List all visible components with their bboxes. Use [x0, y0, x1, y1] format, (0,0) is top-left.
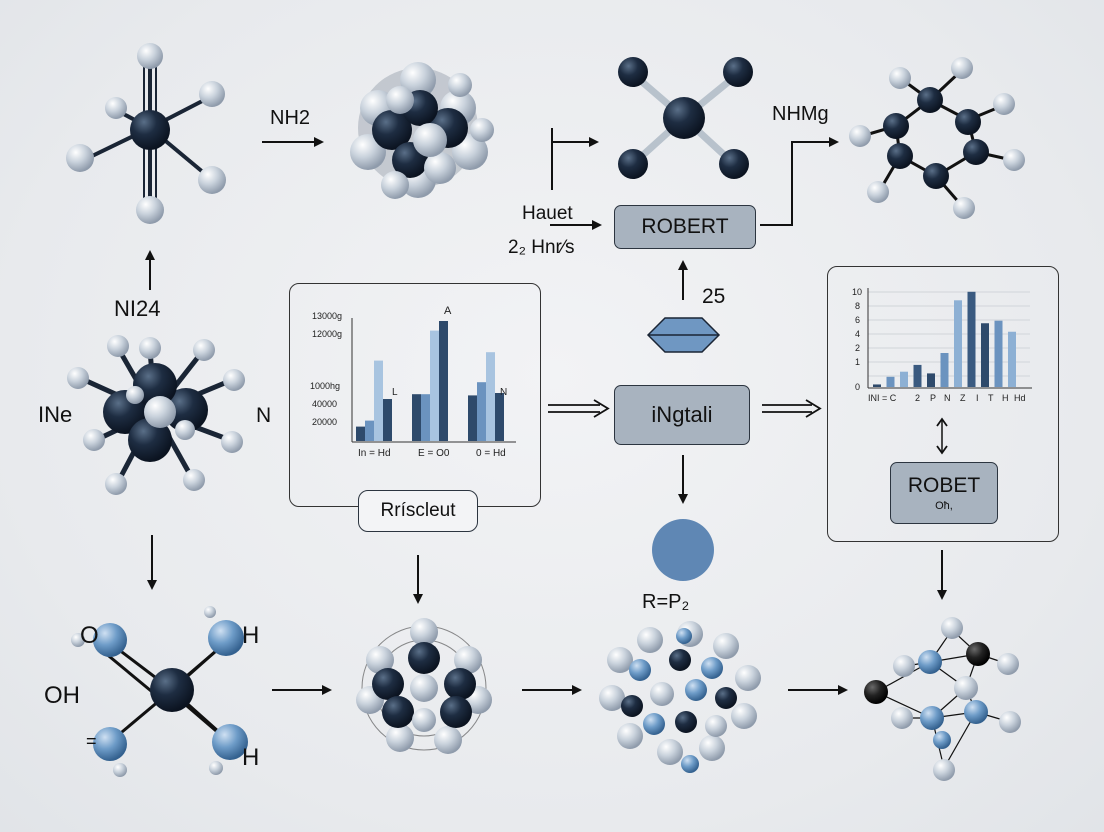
chart1-annot-l: L: [392, 387, 398, 398]
molecule-octahedral: [66, 43, 226, 224]
chart2-cat-1: 2: [915, 393, 921, 403]
chart2-cat-8: Hd: [1014, 393, 1026, 403]
label-h-top: H: [242, 622, 260, 649]
chart2-cat-2: P: [930, 393, 937, 403]
chart2-cat-4: Z: [960, 393, 966, 403]
chart1-bar-g1-0: [412, 394, 421, 441]
chart2-cat-7: H: [1002, 393, 1009, 403]
chart-1-bars: [356, 321, 504, 441]
chart2-bar-6: [954, 300, 962, 387]
label-25: 25: [702, 285, 726, 308]
label-nh2: NH2: [270, 107, 311, 129]
chart1-cat-0: In = Hd: [358, 448, 391, 459]
arrows: [145, 128, 947, 695]
molecule-tetra-dark: [618, 57, 753, 179]
molecule-cluster-2: [599, 621, 761, 773]
chart1-bar-g1-1: [421, 394, 430, 441]
chart2-cat-3: N: [944, 393, 951, 403]
chart1-bar-g2-2: [486, 352, 495, 441]
molecule-network: [864, 617, 1021, 781]
chart1-ytick-4: 20000: [312, 417, 338, 427]
molecule-bottom-left: [71, 606, 248, 777]
chart1-bar-g1-2: [430, 330, 439, 441]
chart2-ytick-1: 8: [855, 301, 861, 311]
label-n: N: [256, 404, 272, 427]
chart2-bar-1: [886, 376, 895, 387]
chart1-cat-2: 0 = Hd: [476, 448, 506, 459]
chart-2-axes: [867, 288, 1032, 389]
chart-1-axes: [351, 318, 516, 443]
chart2-ytick-4: 2: [855, 343, 861, 353]
chart2-bar-7: [967, 291, 976, 387]
chart2-bar-9: [994, 320, 1003, 387]
blue-circle-node: [652, 519, 714, 581]
label-h-bottom: H: [242, 744, 260, 771]
molecule-cluster-1: [356, 618, 492, 754]
robet-label: ROBET: [907, 474, 981, 497]
label-ni24: NI24: [114, 296, 161, 321]
chart2-bar-3: [913, 364, 922, 387]
chart2-cat-5: I: [976, 393, 979, 403]
chart-panel-right: [827, 266, 1059, 542]
chart1-bar-g2-1: [477, 382, 486, 441]
chart1-annot-a: A: [444, 305, 452, 317]
chart-2-bars: [873, 291, 1016, 387]
label-hauet: Hauet: [522, 203, 573, 224]
chart2-ytick-5: 1: [855, 357, 861, 367]
label-hnrs: 2₂ Hnr⁄s: [508, 237, 575, 258]
chart1-bar-g0-3: [383, 399, 392, 441]
chart2-bar-10: [1008, 331, 1016, 387]
chart2-bar-2: [900, 371, 908, 387]
chart1-bar-g2-3: [495, 393, 504, 441]
chart2-ytick-3: 4: [855, 329, 861, 339]
chart1-bar-g1-3: [439, 321, 448, 441]
chart1-cat-1: E = O0: [418, 448, 450, 459]
chart2-ytick-0: 10: [852, 287, 863, 297]
label-o: O: [80, 622, 99, 649]
chart2-ytick-6: 0: [855, 382, 861, 392]
chart2-cat-6: T: [988, 393, 994, 403]
label-ine: INe: [38, 402, 73, 427]
chart1-bar-g0-1: [365, 420, 374, 441]
molecule-ring: [849, 57, 1025, 219]
molecule-mid-left: [67, 335, 245, 495]
chart2-ytick-2: 6: [855, 315, 861, 325]
chart1-bar-g0-2: [374, 360, 383, 441]
chart1-bar-g0-0: [356, 426, 365, 441]
ingtali-box[interactable]: iNgtali: [614, 385, 750, 445]
chart1-ytick-0: 13000g: [312, 311, 343, 321]
chart1-ytick-3: 40000: [312, 399, 338, 409]
chart2-bar-8: [981, 323, 989, 387]
chart2-bar-4: [927, 373, 935, 387]
chart2-bar-5: [940, 353, 949, 387]
label-rp2: R=P₂: [642, 591, 690, 613]
rriscleut-box[interactable]: Rríscleut: [358, 490, 478, 532]
robert-box[interactable]: ROBERT: [614, 205, 756, 249]
chart1-annot-n: N: [500, 387, 508, 398]
chart1-ytick-1: 12000g: [312, 329, 343, 339]
chart1-bar-g2-0: [468, 395, 477, 441]
label-oh: OH: [44, 682, 80, 709]
chart2-bar-0: [873, 384, 881, 387]
arrow-robert-nhmg: [760, 137, 839, 226]
robet-box[interactable]: ROBET Oħ,: [890, 462, 998, 524]
double-arrows: [548, 399, 948, 455]
diamond-node: [646, 317, 721, 353]
chart2-cat-0: INI = C: [868, 393, 897, 403]
robet-sublabel: Oħ,: [935, 500, 953, 512]
molecule-cluster-top: [350, 62, 494, 199]
label-nhmg: NHMg: [772, 103, 829, 125]
chart1-ytick-2: 1000hg: [310, 381, 341, 391]
label-eq: =: [86, 731, 97, 751]
